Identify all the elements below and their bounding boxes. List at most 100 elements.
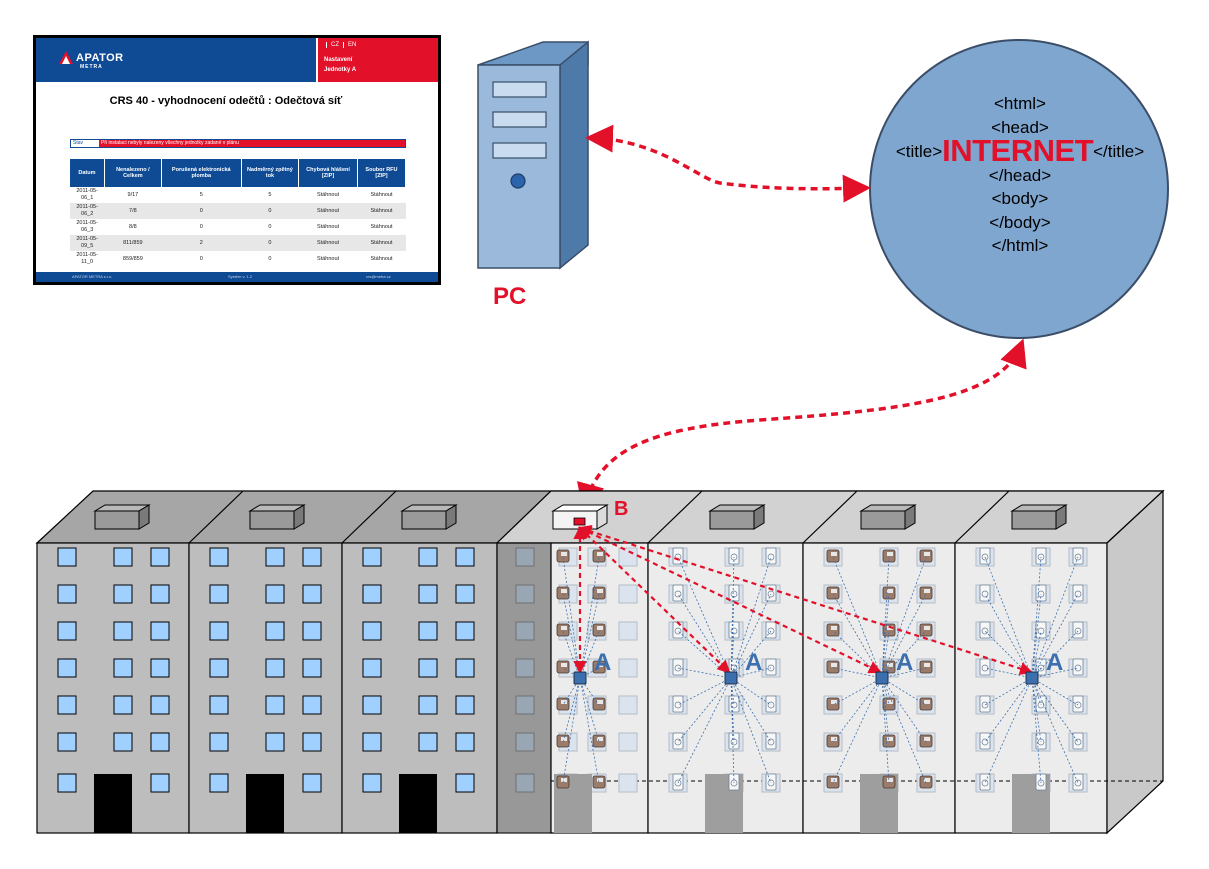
table-cell: 0	[241, 235, 299, 251]
window	[515, 773, 535, 793]
window	[113, 621, 133, 641]
download-link[interactable]: Stáhnout	[317, 191, 340, 198]
table-cell: 7/8	[104, 203, 162, 219]
water-meter-dial	[981, 779, 989, 787]
window	[209, 695, 229, 715]
window	[362, 732, 382, 752]
download-link[interactable]: Stáhnout	[298, 203, 358, 219]
window	[302, 732, 322, 752]
water-meter-icon	[1072, 584, 1084, 602]
menu-units-link[interactable]: Jednotky A	[324, 67, 357, 73]
water-meter-icon	[765, 732, 777, 750]
menu-settings-link[interactable]: Nastavení	[324, 57, 353, 63]
window	[515, 732, 535, 752]
window	[418, 695, 438, 715]
window	[418, 621, 438, 641]
water-meter-icon	[728, 732, 740, 750]
heat-meter-display	[597, 737, 603, 741]
water-meter-icon	[1072, 658, 1084, 676]
window	[618, 658, 638, 678]
download-link[interactable]: Stáhnout	[370, 255, 393, 262]
window	[113, 732, 133, 752]
window	[113, 584, 133, 604]
radio-link	[1031, 677, 1042, 784]
title-open: <title>	[895, 142, 943, 161]
radio-link	[730, 677, 772, 706]
heat-meter-display	[924, 626, 930, 630]
download-link[interactable]: Stáhnout	[357, 203, 406, 219]
radio-link	[730, 677, 772, 784]
window	[57, 695, 77, 715]
table-cell: 0	[161, 203, 242, 219]
concentrator-a-label: A	[745, 649, 763, 676]
water-meter-dial	[1074, 701, 1082, 709]
heat-meter-display	[561, 778, 567, 782]
water-meter-icon	[979, 547, 991, 565]
window	[515, 621, 535, 641]
window	[150, 732, 170, 752]
door	[399, 774, 437, 833]
window	[362, 584, 382, 604]
window	[209, 547, 229, 567]
download-link[interactable]: Stáhnout	[317, 255, 340, 262]
window	[113, 695, 133, 715]
lang-cz-link[interactable]: CZ	[326, 42, 343, 48]
water-meter-icon	[728, 621, 740, 639]
radio-link	[1031, 630, 1079, 679]
heat-meter-display	[924, 778, 930, 782]
heat-meter-display	[597, 626, 603, 630]
water-meter-icon	[728, 695, 740, 713]
col-backflow: Nadměrný zpětný tok	[241, 159, 300, 187]
concentrators-a	[573, 671, 1039, 685]
water-meter-dial	[1074, 553, 1082, 561]
radio-link	[1031, 677, 1042, 743]
heat-meter-display	[831, 737, 837, 741]
heat-meter-display	[924, 589, 930, 593]
table-cell: 2011-05-06_3	[76, 220, 98, 233]
status-message: Při instalaci nebyly nalezeny všechny je…	[101, 140, 239, 146]
download-link[interactable]: Stáhnout	[317, 223, 340, 230]
water-meter-icon	[1072, 621, 1084, 639]
window	[418, 547, 438, 567]
window	[362, 621, 382, 641]
radio-link	[984, 677, 1033, 743]
download-link[interactable]: Stáhnout	[357, 235, 406, 251]
table-cell: 0	[199, 223, 203, 230]
radio-link	[562, 677, 581, 743]
download-link[interactable]: Stáhnout	[370, 223, 393, 230]
water-meter-icon	[765, 547, 777, 565]
window	[418, 584, 438, 604]
window	[57, 732, 77, 752]
download-link[interactable]: Stáhnout	[370, 191, 393, 198]
footer-company: APATOR METRA s.r.o.	[72, 274, 113, 279]
app-header: APATOR METRA	[36, 38, 316, 82]
water-meter-dial	[1037, 553, 1045, 561]
water-meter-icon	[1072, 695, 1084, 713]
window	[57, 584, 77, 604]
status-bar: Stav Při instalaci nebyly nalezeny všech…	[70, 139, 406, 148]
heat-meter-display	[831, 589, 837, 593]
download-link[interactable]: Stáhnout	[298, 235, 358, 251]
radio-link	[677, 677, 732, 706]
window	[515, 658, 535, 678]
heat-meter-display	[561, 626, 567, 630]
radio-link	[730, 677, 772, 743]
window	[265, 658, 285, 678]
window	[265, 547, 285, 567]
window	[362, 773, 382, 793]
internet-html-text: <html> <head> <title>INTERNET</title> </…	[870, 92, 1170, 258]
radio-link	[730, 677, 735, 784]
radio-link	[832, 677, 883, 706]
door	[94, 774, 132, 833]
head-open: <head>	[991, 117, 1049, 137]
window	[209, 621, 229, 641]
window	[57, 773, 77, 793]
table-cell: 5	[268, 191, 272, 198]
water-meter-icon	[1035, 584, 1047, 602]
col-date: Datum	[70, 159, 105, 187]
radio-link	[1031, 556, 1042, 679]
water-meter-icon	[672, 547, 684, 565]
lang-en-link[interactable]: EN	[343, 42, 360, 48]
water-meter-icon	[672, 695, 684, 713]
